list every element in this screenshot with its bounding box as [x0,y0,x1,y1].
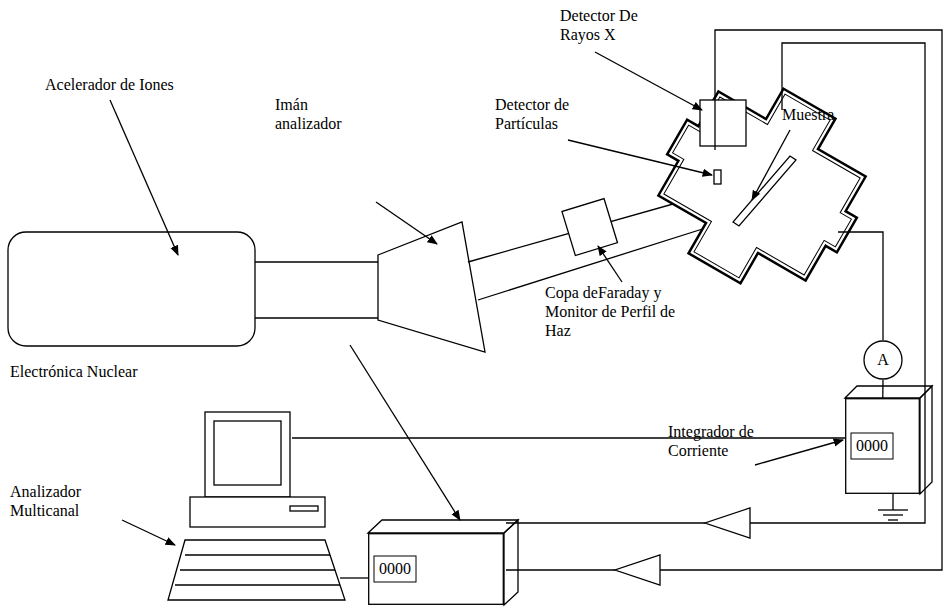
part-label: Muestra [782,105,862,124]
faraday-cup [562,199,618,256]
current-integrator: 0000 [845,398,920,494]
part-label: Acelerador de Iones [45,75,215,94]
computer [168,412,345,600]
part-label: Imán analizador [275,95,375,133]
analyzing-magnet [378,222,485,352]
particle-detector [714,170,721,184]
part-label: Electrónica Nuclear [10,362,210,381]
part-label: Copa deFaraday y Monitor de Perfil de Ha… [545,283,695,340]
xray-detector [700,100,746,146]
node-text: 0000 [379,560,411,578]
ammeter: A [863,340,903,380]
part-label: Detector de Partículas [495,95,605,133]
part-label: Analizador Multicanal [10,482,120,520]
wire [882,380,884,398]
node-text: A [877,351,889,369]
target-chamber [630,55,895,318]
part-label: Integrador de Corriente [668,422,768,460]
amplifier [705,508,750,538]
amplifier [615,555,660,585]
ion-accelerator [8,232,255,346]
sample [733,156,796,226]
node-text: 0000 [856,437,888,455]
part-label: Detector De Rayos X [560,6,670,44]
nuclear-electronics: 0000 [368,533,504,605]
